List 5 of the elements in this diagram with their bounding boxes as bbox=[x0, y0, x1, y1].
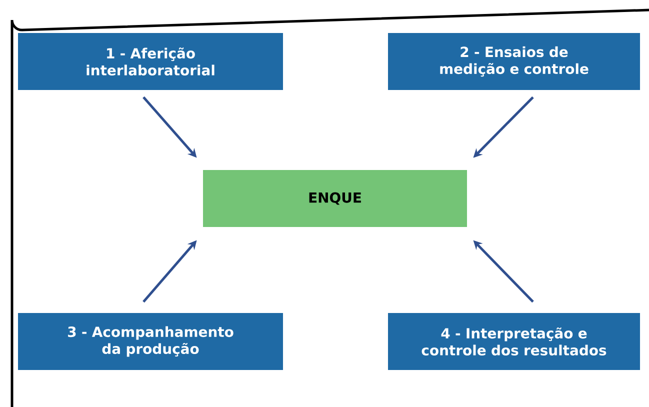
topic-box: 4 - Interpretação e controle dos resultados bbox=[388, 313, 640, 370]
topic-box: 3 - Acompanhamento da produção bbox=[18, 313, 283, 370]
center-box: ENQUE bbox=[203, 170, 467, 227]
topic-box: 1 - Aferição interlaboratorial bbox=[18, 33, 283, 90]
topic-box: 2 - Ensaios de medição e controle bbox=[388, 33, 640, 90]
